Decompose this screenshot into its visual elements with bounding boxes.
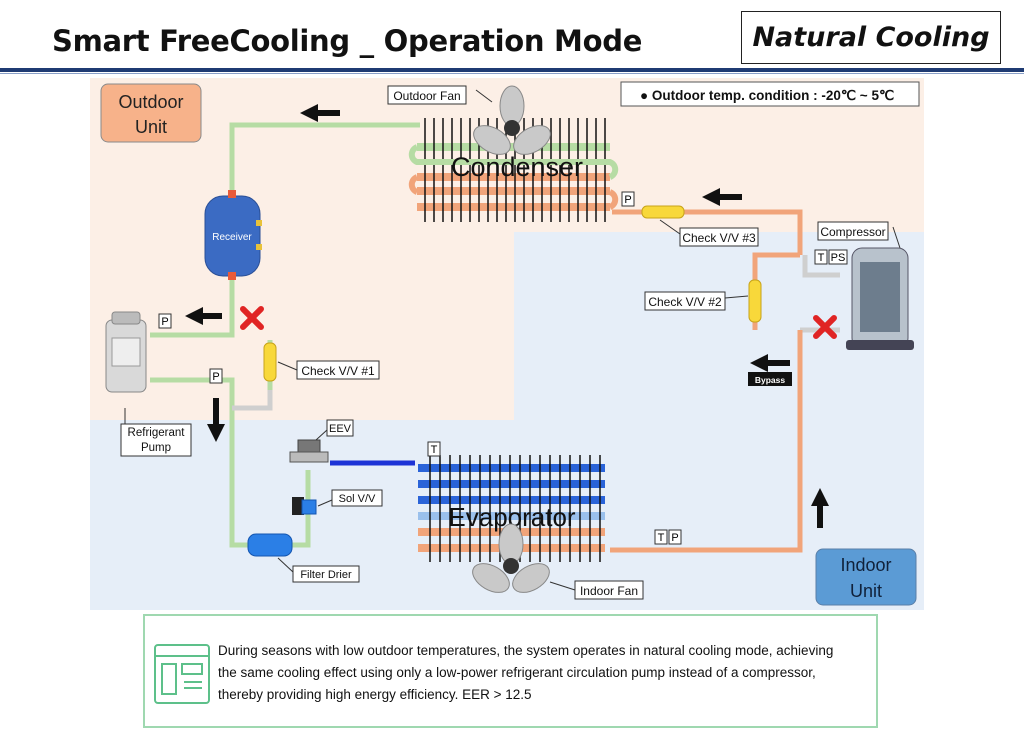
indoor-fan-icon	[472, 523, 550, 593]
eev-callout: EEV	[315, 419, 354, 441]
flow-arrow-left-icon	[185, 307, 222, 325]
bypass-tag: Bypass	[748, 372, 792, 386]
pressure-sensor-3: P	[621, 191, 635, 207]
solenoid-valve-label: Sol V/V	[339, 493, 376, 505]
check-valve-1-icon	[263, 342, 277, 382]
compressor-label: Compressor	[820, 225, 885, 239]
solenoid-valve-callout: Sol V/V	[317, 489, 383, 507]
check-valve-3-callout: Check V/V #3	[659, 219, 759, 247]
outdoor-unit-line1: Outdoor	[118, 92, 183, 112]
temp-sensor-compressor: T	[814, 249, 828, 265]
outdoor-fan-callout: Outdoor Fan	[387, 85, 493, 105]
condition-text: ● Outdoor temp. condition : -20℃ ~ 5℃	[640, 88, 895, 103]
indoor-unit-line1: Indoor	[840, 555, 891, 575]
outdoor-zone	[90, 78, 924, 420]
blocked-x-icon	[240, 306, 264, 330]
filter-drier-label: Filter Drier	[300, 569, 352, 581]
temp-sensor-evap-out-label: T	[658, 532, 665, 544]
flow-arrow-left-icon	[300, 104, 340, 122]
receiver-icon: Receiver	[204, 190, 262, 280]
header-rule-thin	[0, 73, 1024, 74]
flow-arrows	[185, 104, 829, 528]
compressor-icon	[846, 247, 914, 350]
outdoor-fan-label: Outdoor Fan	[393, 89, 460, 103]
pressure-sensor-2-label: P	[212, 371, 219, 383]
filter-drier-icon	[247, 533, 293, 557]
temp-sensor-evap-out: T	[654, 529, 668, 545]
temp-sensor-compressor-label: T	[818, 252, 825, 264]
flow-arrow-down-icon	[207, 398, 225, 442]
outdoor-unit-label: Outdoor Unit	[100, 83, 202, 143]
receiver-label: Receiver	[212, 232, 252, 243]
condition-box	[620, 81, 920, 107]
eev-icon	[289, 439, 329, 463]
indoor-fan-label: Indoor Fan	[580, 584, 638, 598]
check-valve-2-callout: Check V/V #2	[644, 291, 749, 311]
pressure-sensor-1-label: P	[161, 316, 168, 328]
flow-arrow-left-icon	[702, 188, 742, 206]
pressure-sensor-1: P	[158, 313, 172, 329]
pressure-switch-compressor: PS	[828, 249, 848, 265]
outdoor-fan-icon	[473, 85, 551, 155]
description-box	[143, 614, 878, 728]
indoor-fan-callout: Indoor Fan	[549, 580, 644, 600]
eev-label: EEV	[329, 423, 352, 435]
refrigerant-pump-callout: Refrigerant Pump	[120, 408, 192, 457]
flow-arrow-left-icon	[750, 354, 790, 372]
check-valve-2-icon	[748, 279, 762, 323]
temp-sensor-evap-in-label: T	[431, 444, 438, 456]
blocked-x-icon	[813, 315, 837, 339]
refrigerant-pump-line2: Pump	[141, 442, 171, 454]
check-valve-1-callout: Check V/V #1	[277, 360, 380, 380]
compressor-callout: Compressor	[817, 221, 901, 249]
refrigerant-pump-icon	[105, 311, 147, 393]
check-valve-3-label: Check V/V #3	[682, 231, 756, 245]
check-valve-2-label: Check V/V #2	[648, 295, 722, 309]
bypass-label: Bypass	[755, 375, 786, 385]
pressure-sensor-2: P	[209, 368, 223, 384]
header-rule	[0, 68, 1024, 72]
pressure-switch-label: PS	[831, 252, 846, 264]
outdoor-unit-line2: Unit	[135, 117, 167, 137]
check-valve-1-label: Check V/V #1	[301, 364, 375, 378]
mode-badge: Natural Cooling	[741, 11, 1001, 64]
page-title: Smart FreeCooling _ Operation Mode	[52, 24, 643, 58]
indoor-unit-line2: Unit	[850, 581, 882, 601]
condenser-label: Condenser	[451, 152, 583, 182]
pressure-sensor-evap-out: P	[668, 529, 682, 545]
flow-arrow-up-icon	[811, 488, 829, 528]
refrigerant-pump-line1: Refrigerant	[128, 427, 186, 439]
temp-sensor-evap-in: T	[427, 441, 441, 457]
description-text: During seasons with low outdoor temperat…	[218, 643, 834, 702]
indoor-unit-label: Indoor Unit	[815, 548, 917, 606]
filter-drier-callout: Filter Drier	[277, 557, 360, 583]
pressure-sensor-3-label: P	[624, 194, 631, 206]
pressure-sensor-evap-out-label: P	[671, 532, 678, 544]
solenoid-valve-icon	[292, 497, 317, 515]
check-valve-3-icon	[641, 205, 685, 219]
server-rack-icon	[154, 644, 210, 704]
